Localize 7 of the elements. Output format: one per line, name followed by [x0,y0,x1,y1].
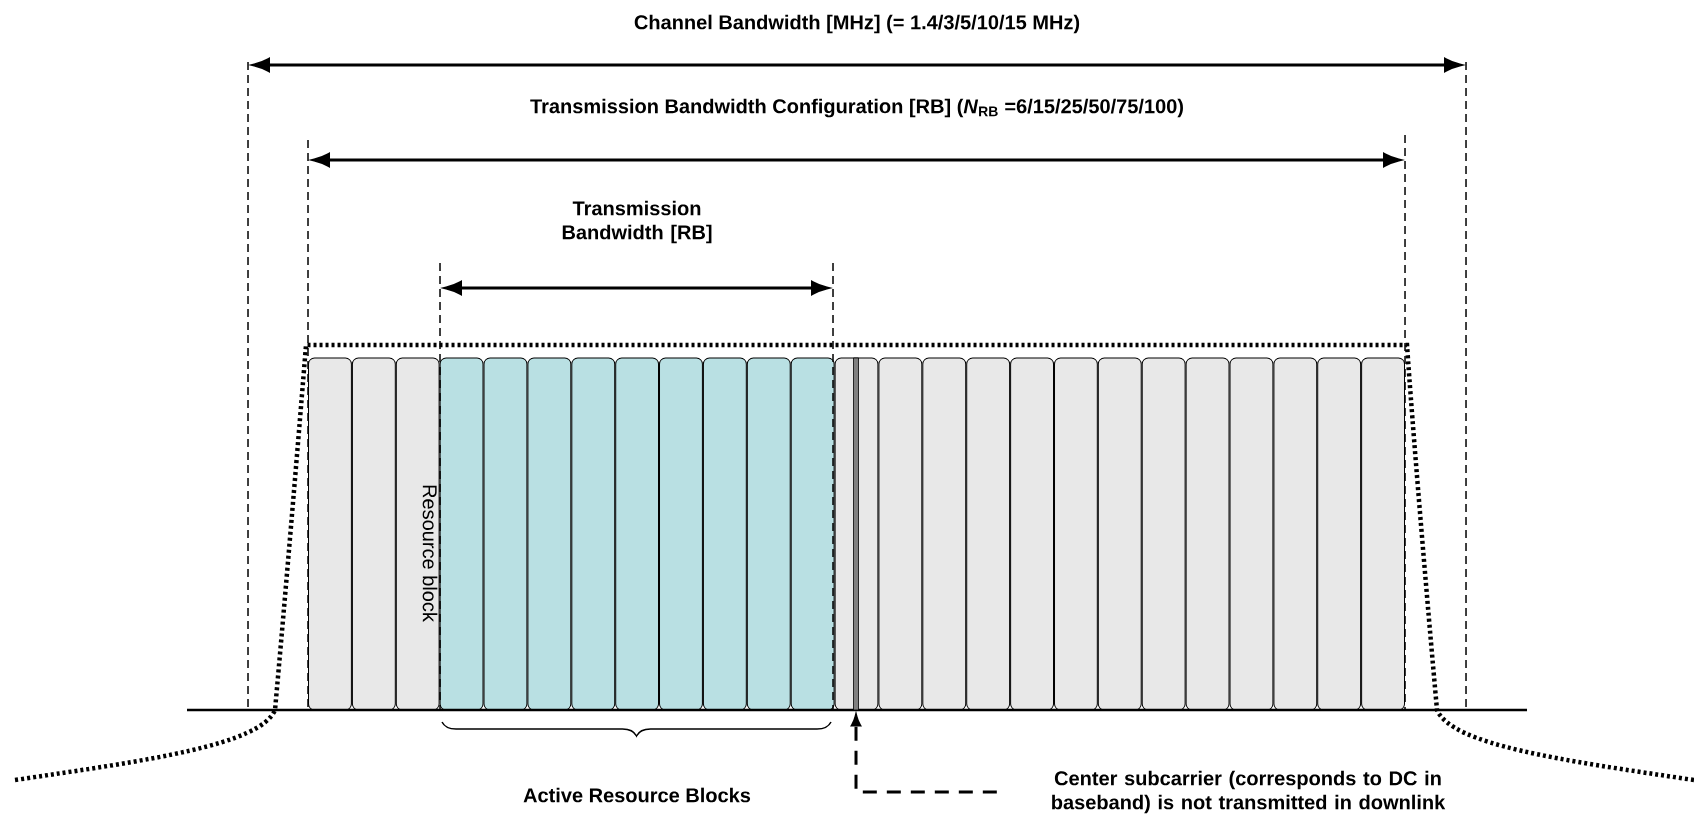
dimension-label: Transmission Bandwidth Configuration [RB] (N$_{RB}$ =6/15/25/50/75/100) [530,98,1183,118]
block-label: Resource block [422,485,438,622]
callout-text: Center subcarrier (corresponds to DC in baseband) is not transmitted in downlink [1052,770,1446,814]
dimension-label: Transmission Bandwidth [RB] [562,200,712,244]
center-subcarrier-bar [853,357,859,711]
dimension-label: Channel Bandwidth [MHz] (= 1.4/3/5/10/15 MHz) [634,14,1080,34]
brace-label: Active Resource Blocks [523,787,751,803]
